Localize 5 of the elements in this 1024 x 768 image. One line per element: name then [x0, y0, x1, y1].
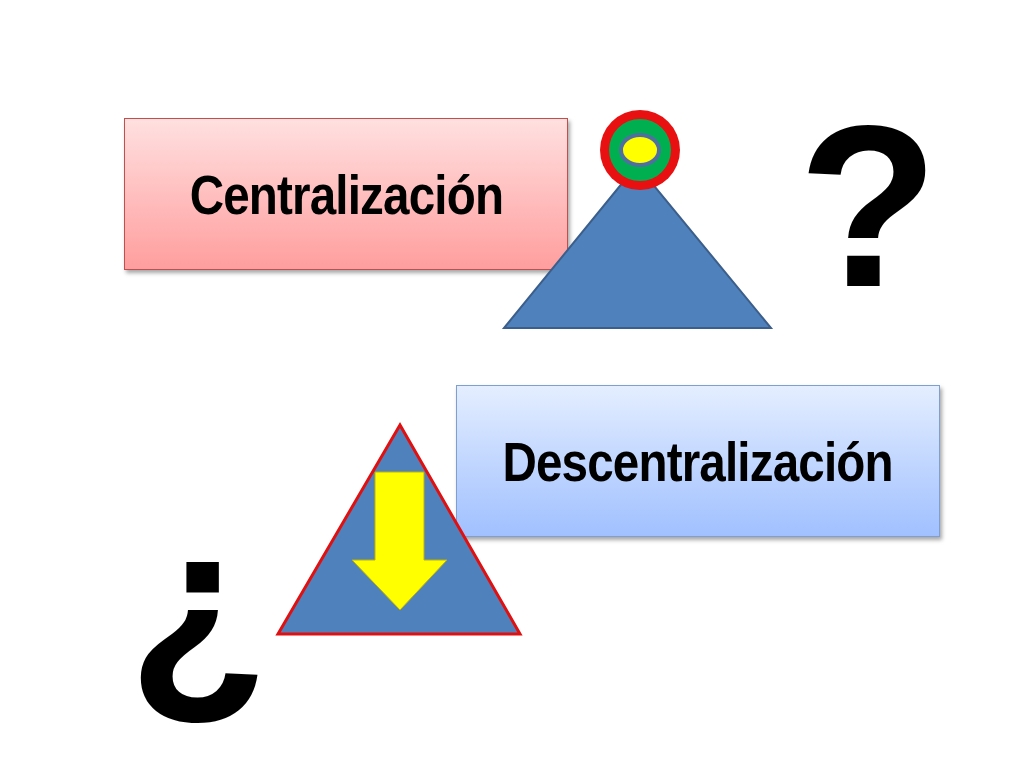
- question-mark: ?: [798, 92, 939, 322]
- concept-box: [456, 385, 940, 537]
- box-title: Centralización: [189, 161, 503, 227]
- box-title: Descentralización: [502, 428, 894, 494]
- concept-box: [124, 118, 568, 270]
